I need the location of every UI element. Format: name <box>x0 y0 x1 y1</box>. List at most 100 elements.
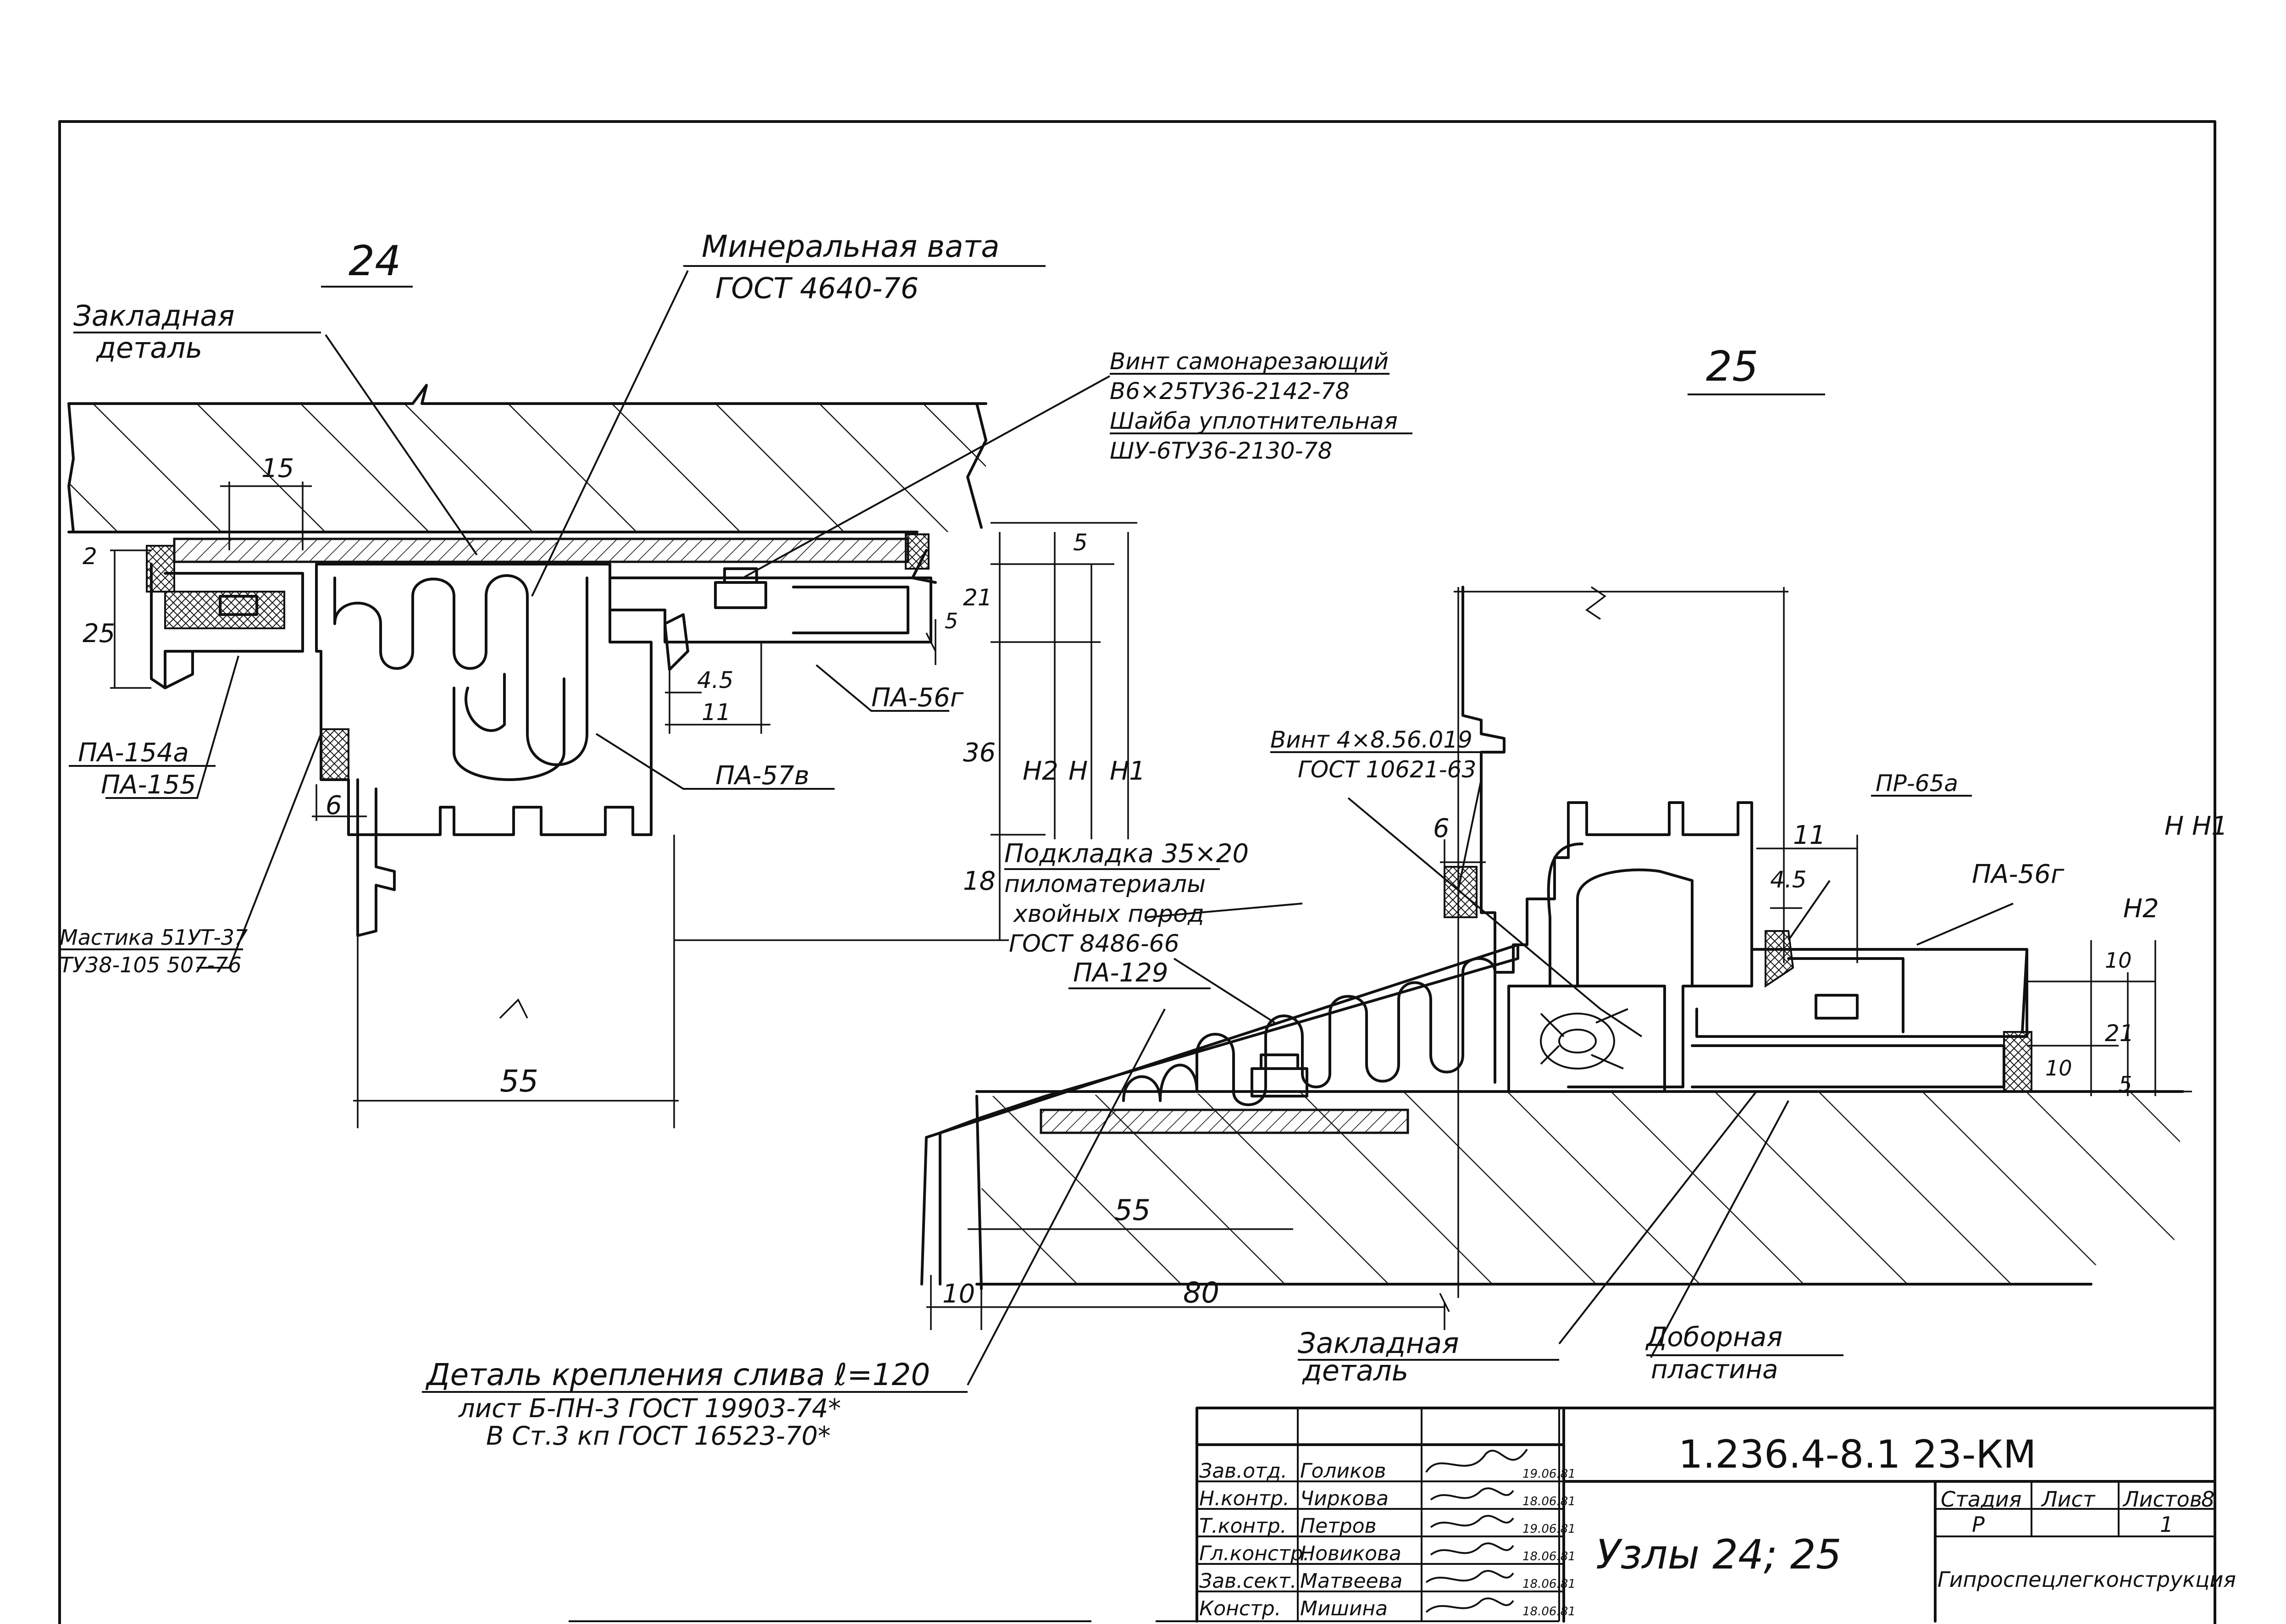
dim-24-h: Н <box>1068 756 1088 786</box>
dim-24-5b: 5 <box>945 609 958 633</box>
tb-sheets-header: Листов <box>2122 1487 2202 1512</box>
flashing-25 <box>920 943 1519 1286</box>
dim-25-55: 55 <box>1114 1193 1151 1227</box>
label-extra-plate-2: пластина <box>1651 1355 1778 1385</box>
tb-code: 1.236.4-8.1 23-КМ <box>1678 1432 2037 1477</box>
tb-sheet-header: Лист <box>2041 1487 2096 1512</box>
sig-name-4: Матвеева <box>1300 1569 1403 1593</box>
label-mineral-wool-2: ГОСТ 4640-76 <box>715 272 919 305</box>
tb-stage: Р <box>1972 1512 1985 1537</box>
profile-pa155-24 <box>164 591 285 629</box>
sig-date-1: 18.06.81 <box>1522 1495 1576 1508</box>
labels-detail-25: 25 Винт 4×8.56.019 ГОСТ 10621-63 ПР-65а … <box>422 343 2228 1451</box>
sig-name-0: Голиков <box>1300 1459 1386 1483</box>
sig-date-4: 18.06.81 <box>1522 1577 1576 1591</box>
label-pad-3: хвойных пород <box>1013 900 1204 928</box>
wooden-pad-25 <box>1507 985 1666 1093</box>
dim-24-11: 11 <box>702 699 731 726</box>
label-screw-24-2: В6×25ТУ36-2142-78 <box>1110 378 1350 405</box>
dim-24-5: 5 <box>1073 529 1088 556</box>
dim-25-10a: 10 <box>2105 948 2132 973</box>
profile-main-25 <box>1461 586 1753 1088</box>
sheet-frame <box>58 120 2216 1624</box>
title-block: 1.236.4-8.1 23-КМ Узлы 24; 25 Стадия Лис… <box>569 1407 2236 1623</box>
dim-25-h: Н <box>2164 811 2184 841</box>
label-pa56-25: ПА-56г <box>1972 859 2065 889</box>
dim-24-15: 15 <box>261 454 294 483</box>
label-pad-4: ГОСТ 8486-66 <box>1009 930 1179 958</box>
sig-name-3: Новикова <box>1300 1542 1401 1565</box>
tb-stage-header: Стадия <box>1941 1487 2021 1512</box>
concrete-slab-25 <box>975 1090 2184 1290</box>
dim-25-h2: Н2 <box>2123 894 2159 924</box>
label-embedded-part-24-1: Закладная <box>73 299 235 333</box>
embedded-plate-25 <box>1040 1109 1409 1134</box>
compensator-25 <box>1122 957 1496 1106</box>
dim-25-5: 5 <box>2119 1072 2132 1097</box>
dim-24-h2: Н2 <box>1023 756 1058 786</box>
dims-25 <box>926 586 2192 1330</box>
label-mastic-1: Мастика 51УТ-37 <box>60 925 248 950</box>
dim-25-21: 21 <box>2105 1020 2134 1047</box>
dim-25-6: 6 <box>1433 814 1450 843</box>
dim-24-55: 55 <box>500 1064 538 1099</box>
leaders-24 <box>105 270 1110 969</box>
label-extra-plate-1: Доборная <box>1645 1321 1782 1352</box>
leaders-25 <box>967 779 2014 1386</box>
mastic-24 <box>320 728 349 781</box>
label-washer-24-2: ШУ-6ТУ36-2130-78 <box>1110 438 1332 464</box>
dim-24-2: 2 <box>83 543 97 570</box>
label-washer-24-1: Шайба уплотнительная <box>1110 408 1398 434</box>
label-pa155: ПА-155 <box>101 770 196 800</box>
dim-24-25: 25 <box>83 619 115 648</box>
profile-pa56-24 <box>609 576 932 643</box>
handwritten-signatures <box>1425 1448 1528 1613</box>
concrete-slab-24 <box>67 384 987 533</box>
profile-pa56-25 <box>1695 948 2028 1038</box>
embedded-plate-24 <box>173 538 909 563</box>
detail-24 <box>67 270 1137 1128</box>
compensator-24 <box>333 574 588 766</box>
sig-date-3: 18.06.81 <box>1522 1550 1576 1563</box>
extra-plate-25 <box>1691 1044 2005 1088</box>
dim-24-6: 6 <box>326 791 342 820</box>
dim-25-45: 4.5 <box>1770 866 1807 893</box>
dim-24-36: 36 <box>963 738 996 768</box>
dim-25-80: 80 <box>1183 1276 1219 1309</box>
seal-pa56-25 <box>1765 930 1794 988</box>
sig-name-2: Петров <box>1300 1514 1377 1538</box>
sig-name-5: Мишина <box>1300 1597 1388 1620</box>
dim-24-21: 21 <box>963 584 992 611</box>
dim-24-45: 4.5 <box>697 667 734 693</box>
sig-role-3: Гл.констр. <box>1199 1542 1310 1565</box>
label-embedded-part-24-2: деталь <box>96 331 202 365</box>
sig-date-0: 19.06.81 <box>1522 1467 1576 1481</box>
label-fixing-1: Деталь крепления слива ℓ=120 <box>425 1357 930 1392</box>
sig-role-2: Т.контр. <box>1199 1514 1287 1538</box>
sig-role-0: Зав.отд. <box>1199 1459 1287 1483</box>
label-pa154: ПА-154а <box>78 738 189 768</box>
sig-date-2: 19.06.81 <box>1522 1522 1576 1536</box>
dim-24-h1: Н1 <box>1110 756 1146 786</box>
label-pa57: ПА-57в <box>715 761 809 791</box>
profile-pa154-24 <box>150 563 304 689</box>
dim-25-h1: Н1 <box>2192 811 2228 841</box>
dim-25-10b: 10 <box>2045 1056 2072 1081</box>
dims-24 <box>110 482 1137 1128</box>
label-mastic-2: ТУ38-105 507-76 <box>60 953 242 977</box>
seal-right-25 <box>2003 1031 2032 1092</box>
detail-24-number: 24 <box>349 237 401 285</box>
label-pr65: ПР-65а <box>1876 770 1958 797</box>
sig-date-5: 18.06.81 <box>1522 1605 1576 1618</box>
sig-role-1: Н.контр. <box>1199 1487 1290 1510</box>
label-mineral-wool-1: Минеральная вата <box>702 229 1000 264</box>
tb-sheets-total: 8 <box>2201 1487 2214 1512</box>
tb-organization: Гипроспецлегконструкция <box>1937 1567 2236 1592</box>
tb-title: Узлы 24; 25 <box>1596 1531 1842 1578</box>
tb-sheet: 1 <box>2160 1512 2173 1537</box>
sig-role-5: Констр. <box>1199 1597 1281 1620</box>
label-fixing-2: лист Б-ПН-3 ГОСТ 19903-74* <box>458 1394 841 1424</box>
seal-pa57-24 <box>664 613 689 671</box>
label-screw-24-1: Винт самонарезающий <box>1110 348 1389 375</box>
